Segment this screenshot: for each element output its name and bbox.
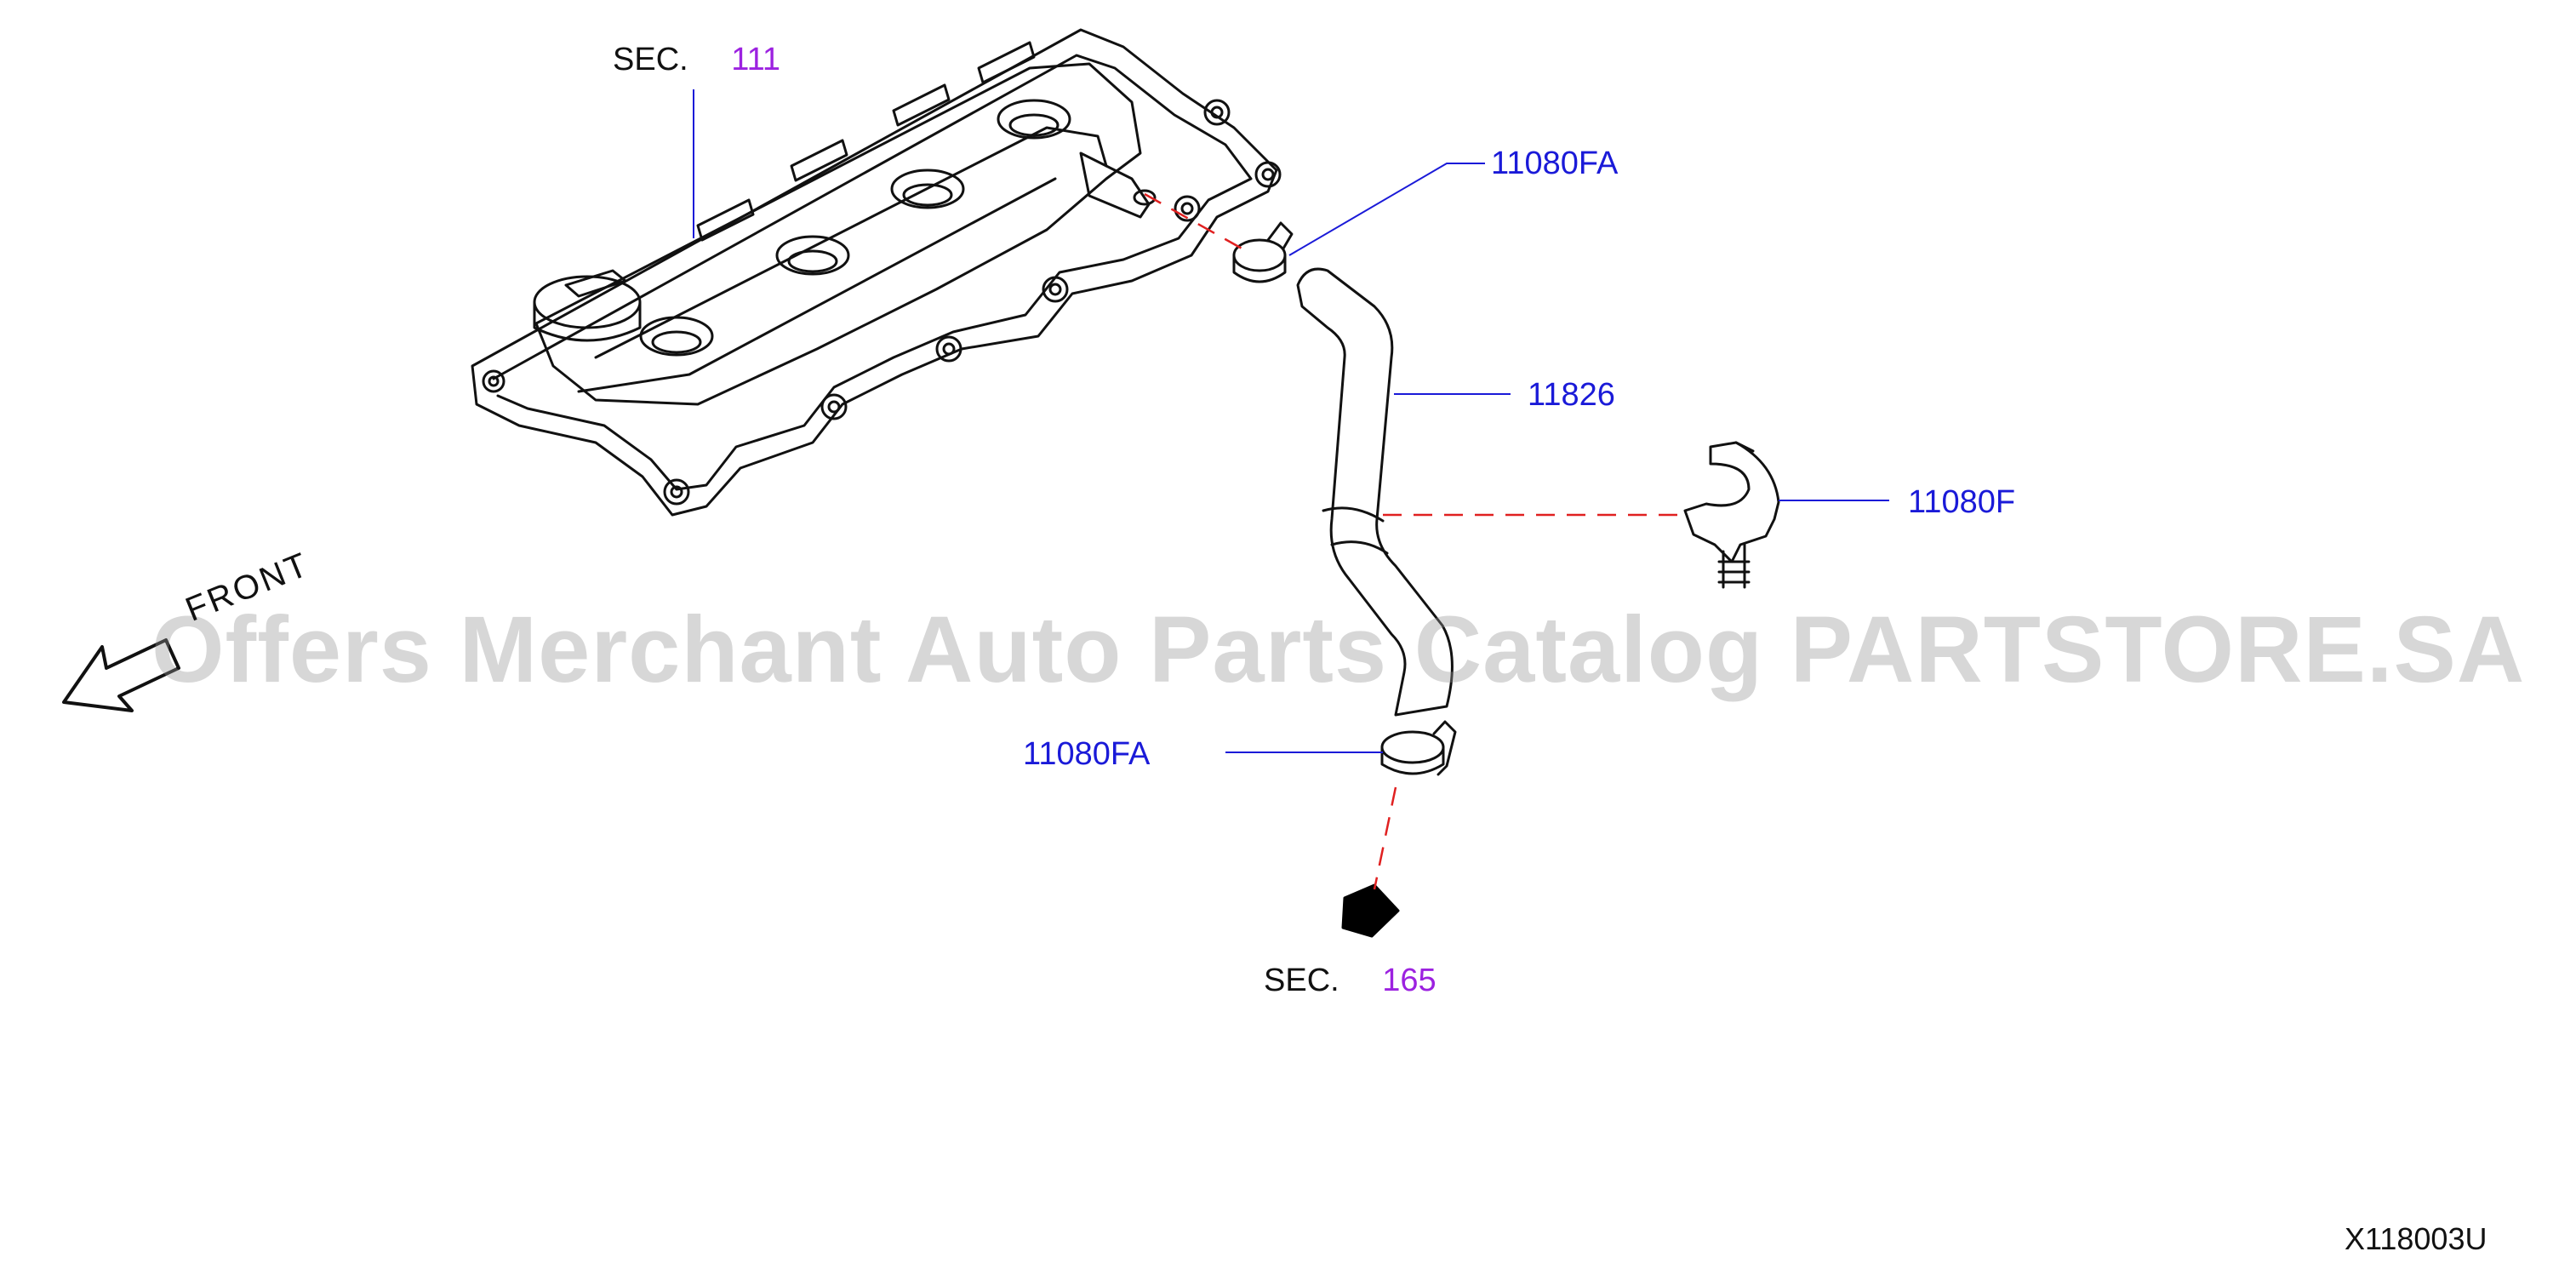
- callout-11080FA-lower[interactable]: 11080FA: [1023, 736, 1151, 772]
- section-ref-111[interactable]: SEC. 111: [613, 43, 780, 77]
- callout-11080FA-upper[interactable]: 11080FA: [1491, 146, 1619, 181]
- clamp-upper: [1232, 221, 1294, 283]
- blowby-hose: [1296, 267, 1454, 717]
- clamp-lower: [1380, 720, 1457, 776]
- callout-11826[interactable]: 11826: [1528, 377, 1615, 413]
- section-ref-165[interactable]: SEC. 165: [1264, 963, 1437, 997]
- connection-line-upper: [1144, 192, 1252, 255]
- hose-clip: [1683, 441, 1780, 589]
- leader-11080FA-upper: [1288, 163, 1485, 256]
- callout-11080F[interactable]: 11080F: [1908, 484, 2016, 520]
- rocker-cover: [471, 28, 1282, 517]
- section-number[interactable]: 165: [1382, 963, 1437, 998]
- watermark: Offers Merchant Auto Parts Catalog PARTS…: [151, 597, 2526, 702]
- connection-line-lower: [1373, 786, 1397, 890]
- front-arrow-icon: [62, 638, 180, 712]
- section-prefix: SEC.: [1264, 963, 1339, 998]
- section-arrow-icon: [1341, 883, 1400, 938]
- section-number[interactable]: 111: [731, 42, 781, 77]
- section-prefix: SEC.: [613, 42, 688, 77]
- figure-code: X118003U: [2345, 1221, 2487, 1256]
